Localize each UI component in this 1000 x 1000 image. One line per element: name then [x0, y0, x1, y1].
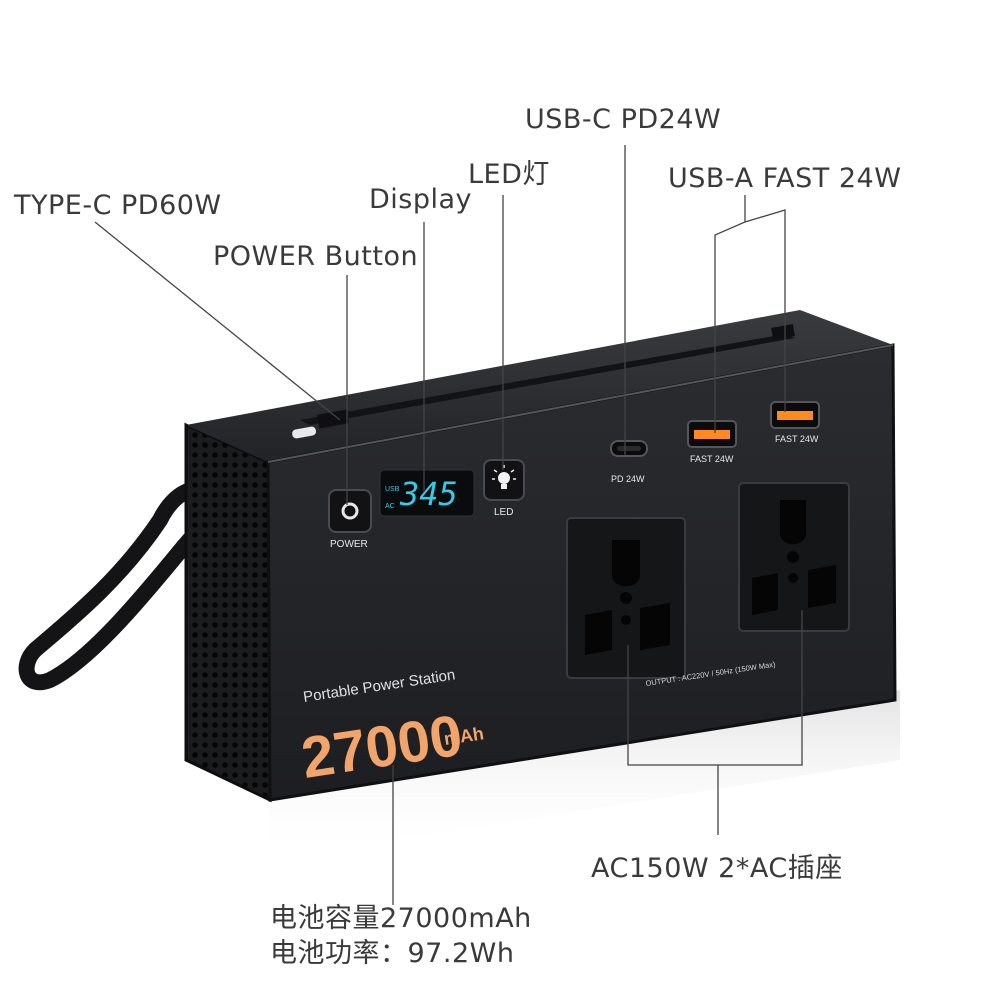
- ac-outlet-1: [566, 517, 686, 679]
- display-callout: Display: [369, 184, 473, 215]
- display-screen: [379, 469, 475, 517]
- ac-outlet-2: [738, 482, 850, 632]
- ac-outlets-callout: AC150W 2*AC插座: [591, 853, 843, 884]
- display-usb-indicator: USB: [385, 486, 400, 493]
- fast-label-1: FAST 24W: [690, 454, 734, 464]
- display-readout: 345: [399, 475, 458, 513]
- floor-reflection: [270, 690, 900, 860]
- type-c-callout: TYPE-C PD60W: [14, 190, 222, 221]
- power-label: POWER: [330, 539, 368, 550]
- energy-callout: 电池功率：97.2Wh: [270, 938, 515, 969]
- vent-side-panel: [186, 425, 270, 800]
- pd-label: PD 24W: [611, 474, 645, 484]
- usb-a-callout: USB-A FAST 24W: [668, 163, 902, 194]
- power-button[interactable]: [328, 489, 372, 533]
- display-ac-indicator: AC: [385, 503, 395, 510]
- type-c-port: [292, 426, 317, 439]
- callout-lines: [94, 145, 803, 905]
- led-label: LED: [494, 507, 513, 518]
- fast-label-2: FAST 24W: [775, 434, 819, 444]
- light-bulb-icon: [498, 472, 510, 484]
- usb-c-callout: USB-C PD24W: [525, 104, 722, 135]
- capacity-callout: 电池容量27000mAh: [270, 903, 532, 934]
- power-button-callout: POWER Button: [213, 241, 419, 272]
- led-callout: LED灯: [468, 159, 550, 190]
